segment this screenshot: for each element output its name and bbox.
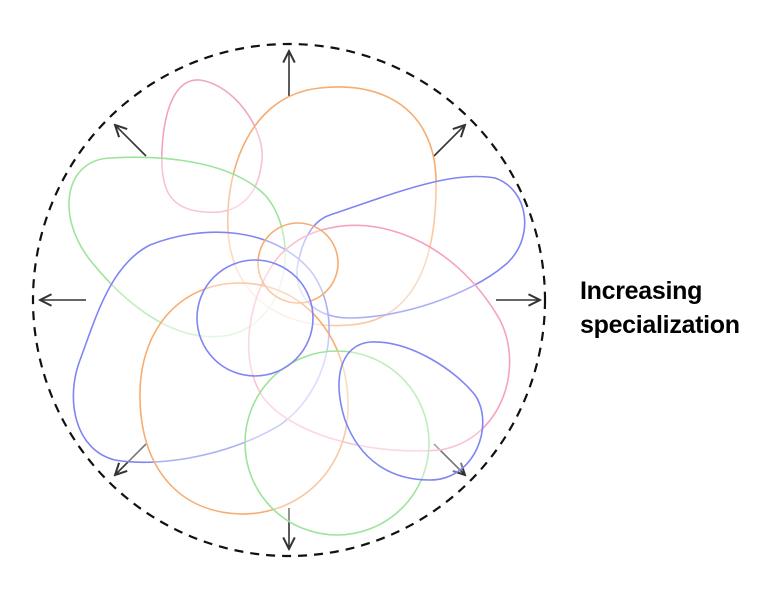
blob-pink-right [247, 224, 511, 452]
arrow-up-right-icon [433, 125, 465, 157]
arrow-up-left-icon [115, 125, 147, 157]
blob-orange-center [257, 222, 339, 304]
boundary-circle [31, 42, 547, 558]
specialization-blobs [68, 79, 526, 536]
outward-arrows [40, 51, 540, 549]
blob-green-left [68, 156, 286, 338]
blob-green-bottom [244, 350, 430, 536]
blob-blue-center [196, 259, 314, 377]
label-line-1: Increasing [580, 277, 703, 305]
blob-blue-left [72, 231, 330, 464]
blob-blue-bottom-right [338, 341, 484, 481]
arrow-down-left-icon [115, 443, 147, 475]
label-line-2: specialization [580, 311, 740, 339]
blob-orange-bottom [139, 282, 349, 515]
increasing-specialization-label: Increasing specialization [580, 274, 740, 342]
